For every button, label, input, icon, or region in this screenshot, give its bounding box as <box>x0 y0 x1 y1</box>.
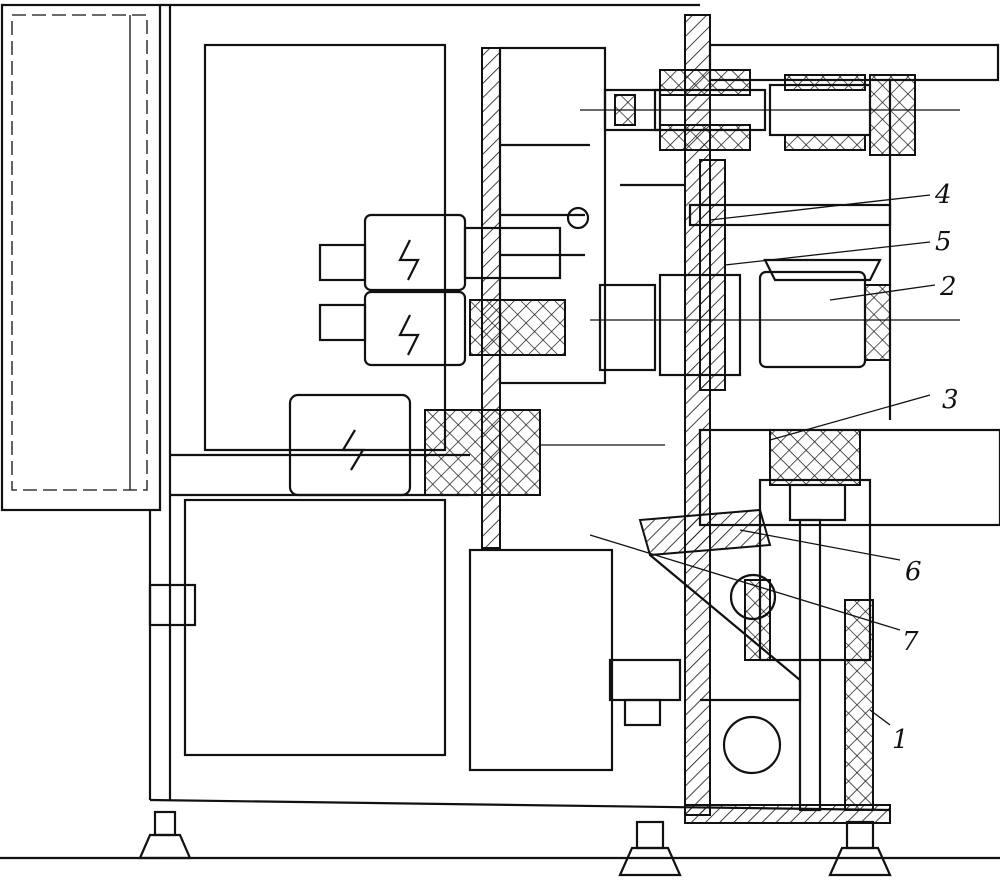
label-2: 2 <box>939 272 957 302</box>
motor-middle <box>320 292 565 365</box>
lower-right-assembly <box>610 430 1000 810</box>
label-5: 5 <box>935 227 952 257</box>
label-6: 6 <box>905 557 922 587</box>
left-cabinet <box>2 5 160 510</box>
top-shaft-assembly <box>580 70 960 155</box>
right-motor <box>590 272 960 375</box>
label-7: 7 <box>902 627 919 657</box>
label-1: 1 <box>892 725 909 755</box>
label-3: 3 <box>942 385 959 415</box>
motor-upper <box>320 215 560 290</box>
label-4: 4 <box>934 180 952 210</box>
motor-lower <box>290 395 665 495</box>
